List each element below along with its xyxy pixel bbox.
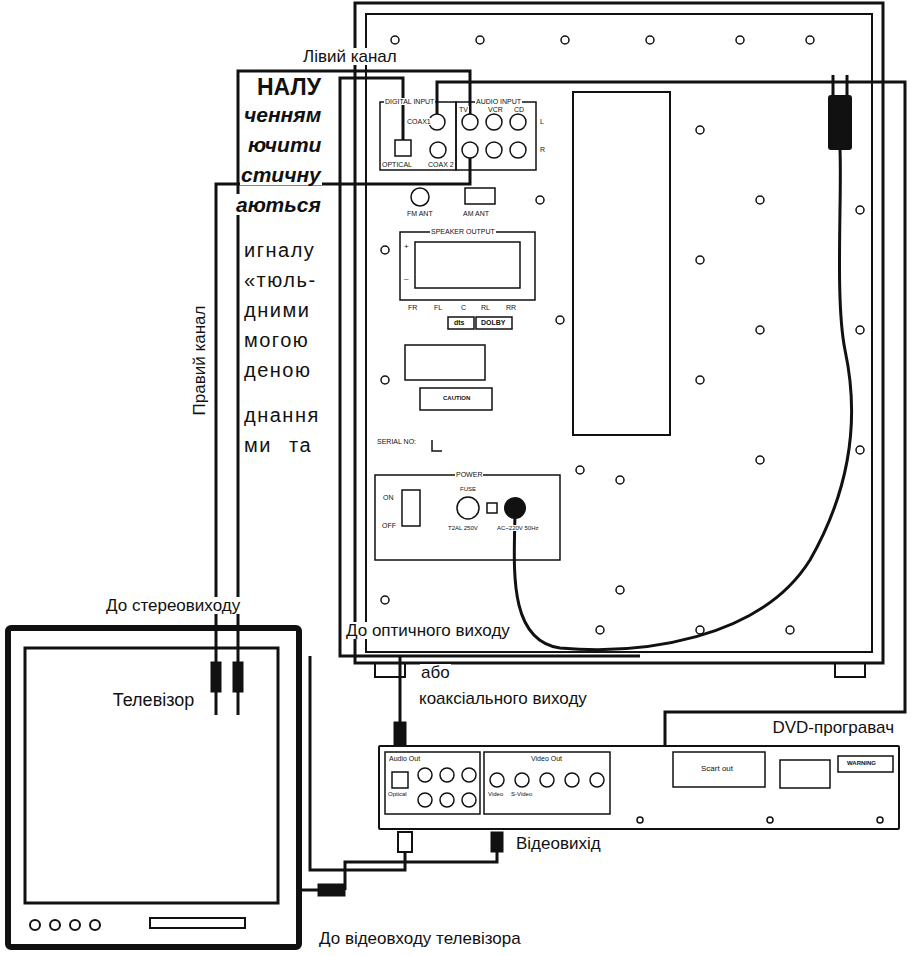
- annotation-label: До відеовходу телевізора: [318, 930, 522, 947]
- panel-label: C: [460, 304, 467, 311]
- panel-label: Audio Out: [388, 755, 421, 762]
- panel-label: CAUTION: [442, 395, 471, 401]
- panel-connectors: [375, 102, 560, 560]
- panel-label: Scart out: [700, 765, 734, 773]
- panel-label: FUSE: [459, 486, 477, 492]
- receiver-housing: [355, 3, 883, 677]
- panel-label: AC~220V 50Hz: [496, 525, 540, 531]
- annotation-label: стичну: [240, 164, 322, 185]
- panel-label: Video Out: [530, 755, 563, 762]
- panel-label: S-Video: [510, 791, 533, 797]
- panel-label: FM ANT: [406, 210, 434, 217]
- annotation-label: днання: [243, 405, 321, 425]
- panel-label: AUDIO INPUT: [475, 98, 522, 105]
- panel-label: SERIAL NO:: [376, 438, 417, 445]
- panel-label: CD: [513, 106, 525, 113]
- annotation-label: коаксіального виходу: [418, 690, 588, 707]
- annotation-label: могою: [243, 330, 310, 350]
- annotation-label: ючити: [247, 134, 322, 155]
- panel-label: TV: [458, 106, 469, 113]
- device-heading: DVD-програвач: [772, 719, 894, 738]
- annotation-label: ченням: [243, 104, 322, 125]
- panel-label: –: [403, 275, 409, 283]
- panel-label: +: [403, 243, 410, 251]
- panel-screws: [381, 36, 864, 634]
- dvd-player-box: DVD-програвач: [378, 745, 900, 830]
- annotation-label: дними: [243, 300, 311, 320]
- panel-label: VCR: [487, 106, 504, 113]
- panel-label: T2AL 250V: [447, 525, 479, 531]
- panel-label: DIGITAL INPUT: [384, 98, 435, 105]
- panel-label: FR: [407, 304, 418, 311]
- panel-label: SPEAKER OUTPUT: [430, 228, 496, 235]
- device-name: Телевізор: [11, 691, 296, 711]
- power-plug: [828, 95, 852, 150]
- annotation-label: або: [420, 664, 451, 681]
- annotation-label: До оптичного виходу: [345, 622, 511, 639]
- annotation-label: аються: [235, 194, 322, 215]
- panel-label: OFF: [381, 522, 397, 529]
- panel-label: ON: [382, 494, 395, 501]
- power-cord: [514, 75, 851, 650]
- panel-label: COAX 2: [427, 161, 455, 168]
- annotation-label: Правий канал: [191, 304, 208, 416]
- dvd-details: [385, 752, 893, 823]
- panel-label: FL: [433, 304, 443, 311]
- panel-label: OPTICAL: [381, 161, 413, 168]
- panel-label: Video: [487, 791, 504, 797]
- annotation-label: ми та: [243, 435, 313, 455]
- panel-label: COAX1: [406, 118, 432, 125]
- panel-label: RL: [480, 304, 491, 311]
- annotation-label: До стереовиходу: [105, 597, 241, 614]
- tv-box: Телевізор: [5, 625, 302, 950]
- panel-label: DOLBY: [480, 319, 507, 326]
- annotation-label: игналу: [243, 240, 316, 260]
- annotation-label: НАЛУ: [256, 76, 322, 99]
- panel-label: RR: [505, 304, 517, 311]
- panel-label: L: [539, 118, 545, 125]
- annotation-label: «тюль-: [243, 270, 318, 290]
- panel-label: R: [539, 146, 546, 153]
- panel-label: WARNING: [846, 760, 877, 766]
- panel-label: dts: [453, 319, 466, 326]
- annotation-label: деною: [243, 360, 312, 380]
- annotation-label: Відеовихід: [515, 835, 602, 852]
- signal-cables: [216, 71, 905, 890]
- white-rca-plug: [398, 832, 412, 852]
- annotation-label: Лівий канал: [302, 48, 398, 65]
- panel-label: POWER: [455, 471, 483, 478]
- panel-label: Optical: [387, 791, 408, 797]
- panel-label: AM ANT: [462, 210, 490, 217]
